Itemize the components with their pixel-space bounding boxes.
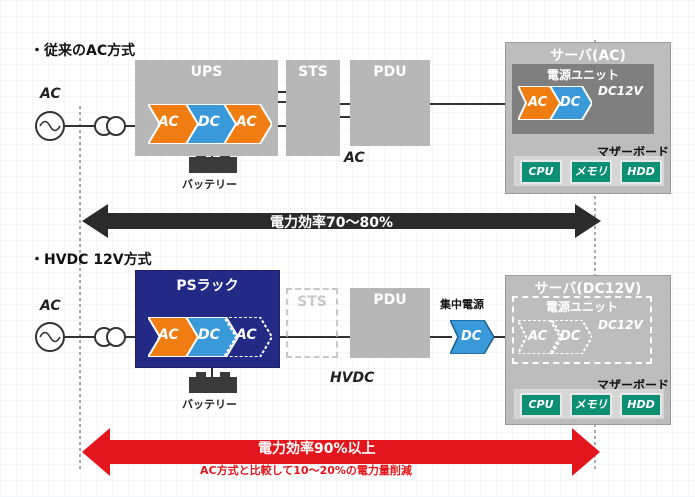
chain1-ac2: AC	[236, 114, 257, 130]
dc12v-label-1: DC12V	[598, 84, 643, 98]
efficiency-label-1: 電力効率70～80%	[270, 215, 393, 231]
conversion-chain-2	[148, 317, 272, 357]
ac-bus-label: AC	[344, 150, 365, 166]
chev-dc-1	[184, 104, 240, 144]
conversion-chain-1	[148, 104, 272, 144]
ac-input-label-2: AC	[40, 298, 61, 314]
motherboard-label-1: マザーボード	[597, 145, 670, 159]
chain2-dc: DC	[198, 327, 220, 343]
ac-input-label-1: AC	[40, 86, 61, 102]
ups-label: UPS	[190, 64, 223, 80]
efficiency-arrow-2	[82, 428, 600, 476]
section2-title: ・HVDC 12V方式	[30, 252, 152, 268]
chev-ac-1	[148, 104, 202, 144]
chip-cpu-1: CPU	[520, 160, 562, 184]
chip-hdd-1: HDD	[620, 160, 662, 184]
server-ac-title: サーバ(AC)	[550, 48, 626, 64]
section1-title: ・従来のAC方式	[30, 43, 136, 59]
chip-cpu-2: CPU	[520, 393, 562, 417]
psu2-dc: DC	[560, 329, 581, 344]
chip-memory-1: メモリ	[570, 160, 612, 184]
psu-chain-2	[518, 320, 592, 354]
pdu-label-2: PDU	[373, 292, 407, 308]
chip-hdd-2: HDD	[620, 393, 662, 417]
chain1-dc: DC	[198, 114, 220, 130]
sine-wave-icon-1	[39, 120, 61, 132]
efficiency-arrow-1	[82, 204, 601, 238]
central-dc-label: DC	[461, 329, 482, 344]
psu-chain-1	[518, 86, 592, 120]
psu-title-2: 電源ユニット	[545, 300, 618, 314]
sine-wave-icon-2	[39, 331, 61, 343]
efficiency-label-2: 電力効率90%以上	[258, 441, 376, 457]
psu-title-1: 電源ユニット	[546, 68, 619, 82]
chain2-ac1: AC	[158, 327, 179, 343]
pdu-box-2: PDU	[350, 288, 430, 358]
chip-memory-2: メモリ	[570, 393, 612, 417]
chain1-ac1: AC	[158, 114, 179, 130]
pdu-box: PDU	[350, 60, 430, 146]
chev-ac-2	[222, 104, 272, 144]
sts-box: STS	[286, 60, 340, 156]
psu1-ac: AC	[528, 95, 548, 110]
efficiency-sub-label-2: AC方式と比較して10～20%の電力量削減	[200, 464, 412, 477]
transformer-icon-1b	[106, 116, 126, 136]
server-dc-title: サーバ(DC12V)	[534, 281, 642, 297]
sts-box-removed: STS	[286, 288, 338, 358]
psu-box-2: 電源ユニット	[512, 296, 652, 364]
sts-label-removed: STS	[297, 294, 327, 310]
psu2-ac: AC	[528, 329, 548, 344]
sts-label: STS	[298, 64, 328, 80]
pdu-label: PDU	[373, 64, 407, 80]
psu1-dc: DC	[560, 95, 581, 110]
motherboard-label-2: マザーボード	[597, 378, 670, 392]
chain2-ac2: AC	[236, 327, 257, 343]
central-power-label: 集中電源	[440, 298, 484, 311]
battery-label-2: バッテリー	[182, 398, 237, 411]
hvdc-bus-label: HVDC	[330, 370, 375, 386]
battery-label-1: バッテリー	[182, 178, 237, 191]
dc12v-label-2: DC12V	[598, 318, 643, 332]
ps-rack-label: PSラック	[176, 278, 239, 294]
central-dc-block	[450, 320, 494, 354]
